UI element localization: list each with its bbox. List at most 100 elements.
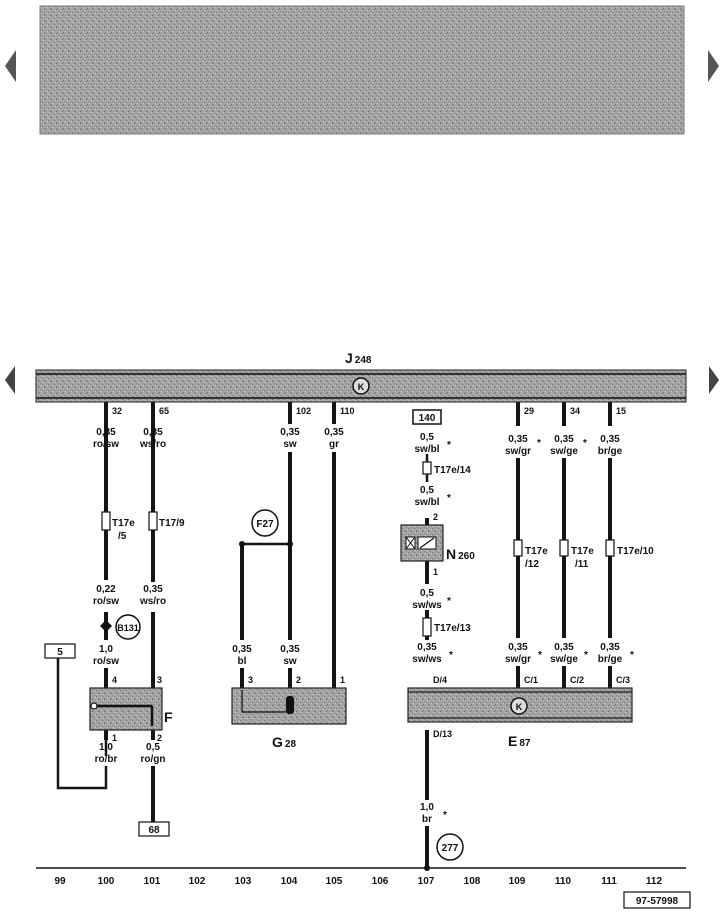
splice-label: B131 [117, 623, 139, 633]
wire-color-label: sw/ws [412, 600, 442, 611]
ref-box-label: 5 [57, 647, 63, 658]
wire-gauge-label: 0,35 [143, 427, 163, 438]
star-marker: * [447, 440, 451, 451]
wire-gauge-label: 0,35 [324, 427, 344, 438]
connector-pin-label: /11 [575, 559, 589, 570]
pin-label: 1 [433, 567, 438, 577]
column-number: 103 [235, 876, 252, 887]
wire-gauge-label: 1,0 [99, 644, 113, 655]
k-symbol: K [516, 702, 523, 712]
pin-label: 1 [340, 675, 345, 685]
pin-label: C/2 [570, 675, 584, 685]
star-marker: * [447, 493, 451, 504]
wire-gauge-label: 1,0 [420, 802, 434, 813]
wire-gauge-label: 0,35 [554, 642, 574, 653]
wire-color-label: ws/ro [139, 439, 166, 450]
ref-circle-277[interactable] [436, 833, 464, 861]
fuse-f27 [251, 509, 279, 537]
switch-label: F [164, 709, 173, 725]
wire-color-label: sw/ge [550, 446, 578, 457]
pin-label: C/1 [524, 675, 538, 685]
column-number: 104 [281, 876, 298, 887]
pin-label: 3 [248, 675, 253, 685]
right-nav-arrow-icon[interactable] [709, 366, 719, 394]
thin-wires [56, 454, 429, 790]
wire-gauge-label: 0,35 [417, 642, 437, 653]
wire-color-label: ro/sw [93, 656, 119, 667]
wire-gauge-label: 0,35 [508, 642, 528, 653]
column-number: 109 [509, 876, 526, 887]
star-marker: * [449, 650, 453, 661]
pin-label: 34 [570, 406, 580, 416]
wire-color-label: ro/sw [93, 596, 119, 607]
pin-label: 2 [433, 512, 438, 522]
wire-gauge-label: 0,35 [96, 427, 116, 438]
connector-label: T17e/14 [434, 465, 471, 476]
wire-gauge-label: 0,5 [146, 742, 160, 753]
connector-markers [101, 461, 615, 637]
wire-color-label: br/ge [598, 446, 623, 457]
pin-label: 65 [159, 406, 169, 416]
wire-color-label: sw/gr [505, 446, 531, 457]
wire-color-label: ro/gn [141, 754, 166, 765]
pin-label: D/4 [433, 675, 447, 685]
ref-box-5[interactable] [44, 643, 76, 659]
fuse-label: F27 [256, 519, 274, 530]
column-number: 105 [326, 876, 343, 887]
pin-label: 32 [112, 406, 122, 416]
wire-gauge-label: 1,0 [99, 742, 113, 753]
ref-box-label: 140 [419, 413, 436, 424]
column-number: 106 [372, 876, 389, 887]
star-marker: * [630, 650, 634, 661]
wire-gauge-label: 0,5 [420, 588, 434, 599]
wire-gauge-label: 0,5 [420, 485, 434, 496]
column-number: 112 [646, 876, 663, 887]
wire-color-label: ws/ro [139, 596, 166, 607]
connector-pin-label: /5 [118, 531, 127, 542]
ref-box-140[interactable] [412, 409, 442, 425]
connector-label: T17e/13 [434, 623, 471, 634]
wire-gauge-label: 0,35 [600, 434, 620, 445]
wire-color-label: sw/bl [414, 497, 439, 508]
ref-box-label: 68 [148, 825, 160, 836]
pin-label: 15 [616, 406, 626, 416]
star-marker: * [538, 650, 542, 661]
wire-color-label: br/ge [598, 654, 623, 665]
star-marker: * [584, 650, 588, 661]
column-number: 99 [54, 876, 66, 887]
wire-gauge-label: 0,35 [600, 642, 620, 653]
switch-f [89, 687, 163, 731]
wire-color-label: bl [238, 656, 247, 667]
wire-gauge-label: 0,35 [232, 644, 252, 655]
wire-color-label: sw/bl [414, 444, 439, 455]
page-prev-arrow-icon[interactable] [5, 50, 16, 82]
page-next-arrow-icon[interactable] [708, 50, 719, 82]
pin-label: D/13 [433, 729, 452, 739]
column-number: 107 [418, 876, 435, 887]
wire-color-label: sw/ws [412, 654, 442, 665]
pin-label: 110 [340, 406, 355, 416]
column-number: 100 [98, 876, 115, 887]
wire-gauge-label: 0,5 [420, 432, 434, 443]
doc-code-box [623, 891, 691, 909]
star-marker: * [447, 596, 451, 607]
k-diagnosis-icon [352, 377, 370, 395]
ref-circle-label: 277 [442, 843, 459, 854]
connector-label: T17e [112, 518, 135, 529]
ref-box-68[interactable] [138, 821, 170, 837]
wire-gauge-label: 0,22 [96, 584, 116, 595]
pin-label: 1 [112, 733, 117, 743]
left-nav-arrow-icon[interactable] [5, 366, 15, 394]
star-marker: * [537, 438, 541, 449]
k-diagnosis-icon [510, 697, 528, 715]
connector-pin-label: /12 [525, 559, 539, 570]
wire-color-label: sw/gr [505, 654, 531, 665]
pin-label: C/3 [616, 675, 630, 685]
column-number: 110 [555, 876, 572, 887]
connector-label: T17e [525, 546, 548, 557]
connector-label: T17e [571, 546, 594, 557]
pin-label: 2 [157, 733, 162, 743]
wire-gauge-label: 0,35 [280, 644, 300, 655]
